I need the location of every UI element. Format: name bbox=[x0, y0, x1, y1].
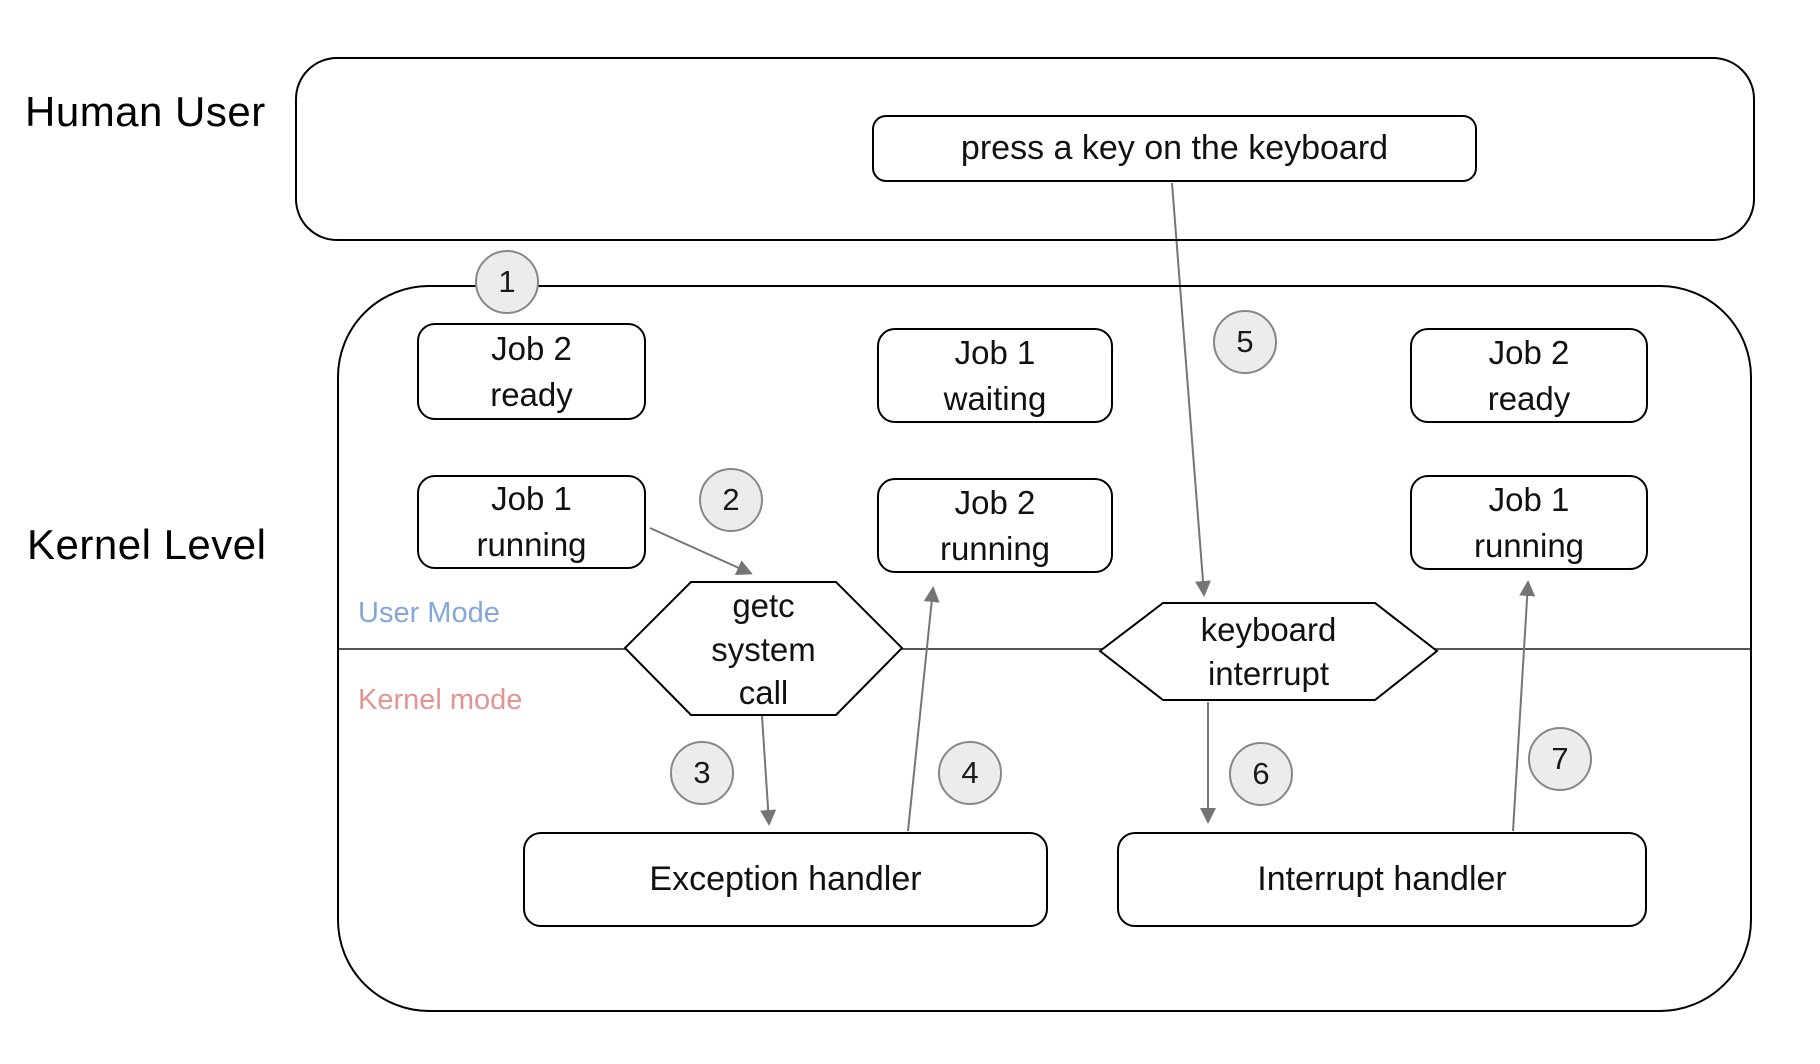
exception-handler-box: Exception handler bbox=[523, 832, 1048, 927]
interrupt-handler-label: Interrupt handler bbox=[1257, 860, 1507, 899]
arrow-getc-to-exception-handler bbox=[760, 715, 777, 826]
human-user-frame bbox=[295, 57, 1755, 241]
job-box-right-bottom: Job 1 running bbox=[1410, 475, 1648, 570]
kernel-level-label: Kernel Level bbox=[27, 521, 267, 568]
arrow-press-key-to-interrupt bbox=[1171, 182, 1211, 597]
job-box-line: Job 1 bbox=[1488, 480, 1570, 518]
job-box-line: ready bbox=[490, 375, 573, 413]
arrow-job1-to-getc bbox=[649, 527, 753, 575]
kernel-level-frame bbox=[337, 285, 1752, 1012]
hexagon-line: call bbox=[738, 674, 789, 712]
job-box-line: Job 2 bbox=[954, 483, 1036, 521]
job-box-right-top: Job 2 ready bbox=[1410, 328, 1648, 423]
job-box-mid-bottom: Job 2 running bbox=[877, 478, 1113, 573]
keyboard-interrupt-hexagon bbox=[1098, 602, 1439, 701]
job-box-left-bottom: Job 1 running bbox=[417, 475, 646, 569]
human-user-label: Human User bbox=[25, 88, 266, 135]
step-circle-3: 3 bbox=[670, 741, 734, 805]
job-box-line: waiting bbox=[943, 379, 1047, 417]
job-box-line: Job 2 bbox=[491, 329, 572, 367]
step-circle-1: 1 bbox=[475, 250, 539, 314]
keyboard-interrupt-label: keyboard interrupt bbox=[1100, 604, 1437, 700]
hexagon-line: getc bbox=[732, 587, 795, 625]
job-box-line: running bbox=[476, 526, 587, 563]
job-box-line: ready bbox=[1487, 379, 1571, 417]
step-circle-5: 5 bbox=[1213, 310, 1277, 374]
hexagon-line: keyboard bbox=[1200, 611, 1337, 649]
press-key-box: press a key on the keyboard bbox=[872, 115, 1477, 182]
hexagon-line: interrupt bbox=[1207, 655, 1330, 692]
job-box-line: Job 2 bbox=[1488, 333, 1570, 371]
job-box-line: running bbox=[1473, 526, 1585, 564]
interrupt-handler-box: Interrupt handler bbox=[1117, 832, 1647, 927]
getc-syscall-hexagon bbox=[623, 581, 904, 716]
job-box-mid-top: Job 1 waiting bbox=[877, 328, 1113, 423]
arrow-handler-to-job1 bbox=[1512, 580, 1536, 832]
job-box-line: running bbox=[939, 529, 1051, 567]
exception-handler-label: Exception handler bbox=[649, 860, 922, 899]
step-circle-2: 2 bbox=[699, 468, 763, 532]
kernel-mode-label: Kernel mode bbox=[358, 684, 523, 716]
job-box-line: Job 1 bbox=[491, 480, 572, 518]
user-mode-label: User Mode bbox=[358, 597, 500, 629]
step-circle-7: 7 bbox=[1528, 727, 1592, 791]
step-circle-6: 6 bbox=[1229, 742, 1293, 806]
press-key-label: press a key on the keyboard bbox=[960, 129, 1389, 168]
arrow-exception-handler-to-job2 bbox=[907, 586, 940, 832]
hexagon-line: system bbox=[711, 630, 816, 668]
getc-syscall-label: getc system call bbox=[625, 584, 902, 715]
job-box-line: Job 1 bbox=[954, 333, 1036, 371]
step-circle-4: 4 bbox=[938, 741, 1002, 805]
job-box-left-top: Job 2 ready bbox=[417, 323, 646, 420]
